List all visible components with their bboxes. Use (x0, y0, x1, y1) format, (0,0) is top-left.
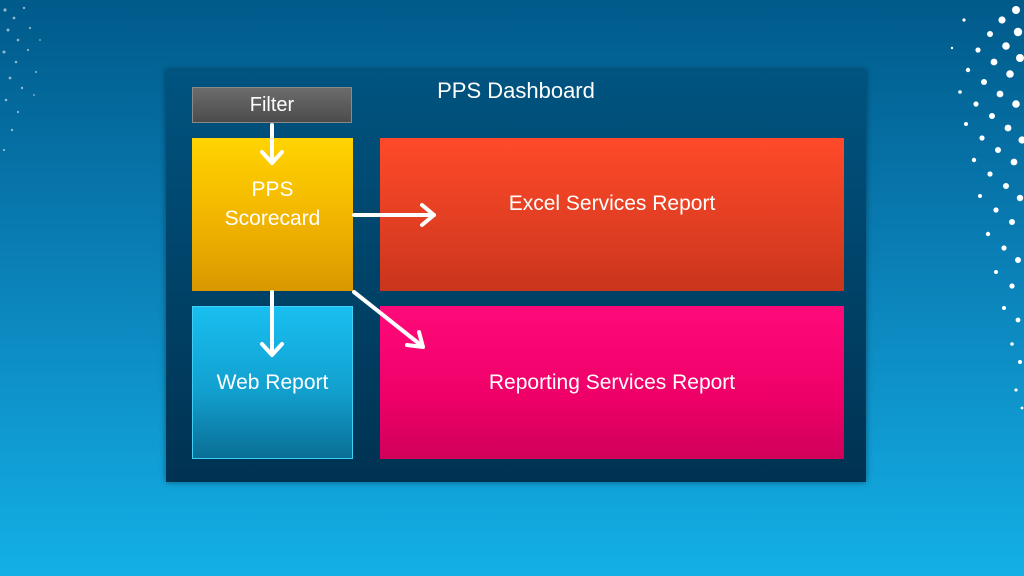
decorative-dot-pattern-left (2, 6, 41, 152)
scorecard-label-line2: Scorecard (224, 206, 321, 230)
decorative-dot-pattern-right (950, 6, 1024, 410)
filter-label: Filter (249, 93, 295, 116)
dashboard-title: PPS Dashboard (437, 78, 595, 103)
reporting-services-report-box: Reporting Services Report (380, 306, 844, 459)
pps-scorecard-box: PPS Scorecard (192, 138, 353, 291)
web-report-box: Web Report (192, 306, 353, 459)
excel-report-label: Excel Services Report (508, 191, 716, 215)
filter-box: Filter (192, 87, 352, 123)
pps-dashboard-panel: PPS Dashboard Filter PPS Scorecard Web R… (166, 70, 866, 482)
scorecard-label: PPS Scorecard (225, 175, 321, 233)
scorecard-label-line1: PPS (251, 177, 294, 201)
web-report-label: Web Report (216, 370, 329, 394)
excel-services-report-box: Excel Services Report (380, 138, 844, 291)
reporting-report-label: Reporting Services Report (488, 370, 736, 394)
